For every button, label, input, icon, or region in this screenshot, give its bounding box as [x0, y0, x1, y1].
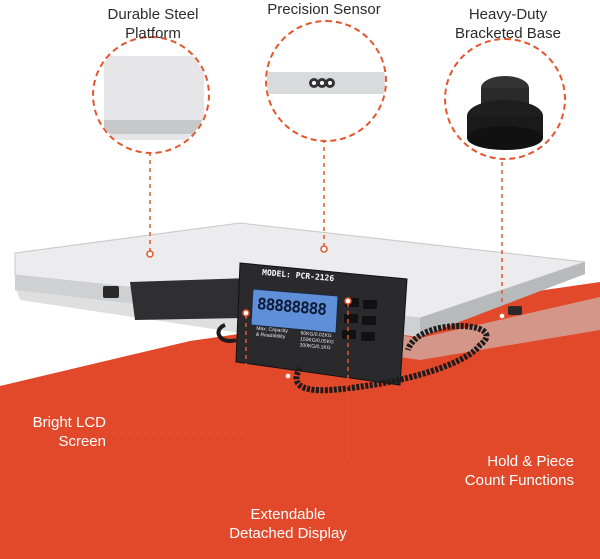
- base-label-line: Heavy-Duty: [468, 6, 548, 23]
- platform-label-line: Platform: [125, 25, 181, 42]
- dot-sensor: [320, 245, 328, 253]
- lcd-screen: [250, 288, 339, 334]
- cable-left: [216, 323, 237, 343]
- button-2: [363, 300, 377, 309]
- platform-foot: [103, 286, 119, 298]
- display-bracket: [130, 278, 250, 320]
- display-callout-label: Extendable Detached Display: [218, 505, 358, 543]
- button-6: [361, 332, 375, 341]
- lcd-callout-label: Bright LCD Screen: [14, 413, 106, 451]
- lcd-label-line: Screen: [58, 433, 106, 450]
- dot-display: [284, 372, 292, 380]
- button-5: [342, 330, 356, 339]
- callout-circle-sensor: [265, 20, 387, 142]
- platform-shadow: [15, 286, 600, 360]
- sensor-label-line: Precision Sensor: [267, 1, 381, 18]
- platform-closeup: [104, 56, 204, 140]
- leader-lines: [112, 123, 503, 488]
- base-foot-closeup: [467, 76, 543, 150]
- dot-base: [498, 312, 506, 320]
- callout-circle-platform: [92, 36, 210, 154]
- hold-label-line: Hold & Piece: [487, 453, 574, 470]
- dot-lcd: [242, 309, 250, 317]
- sensor-closeup: [267, 72, 385, 94]
- display-label-line: Detached Display: [229, 525, 347, 542]
- button-4: [362, 316, 376, 325]
- platform-label-line: Durable Steel: [107, 6, 199, 23]
- base-label-line: Bracketed Base: [455, 25, 561, 42]
- button-3: [344, 314, 358, 323]
- platform-callout-label: Durable Steel Platform: [97, 5, 209, 43]
- dot-hold: [344, 297, 352, 305]
- callout-circle-base: [444, 38, 566, 160]
- capacity-values: 60KG/0.02KG 150KG/0.05KG 300KG/0.1KG: [299, 331, 334, 352]
- dot-platform: [146, 250, 154, 258]
- lcd-label-line: Bright LCD: [32, 414, 106, 431]
- platform-foot-right: [508, 306, 522, 315]
- display-label-line: Extendable: [250, 506, 326, 523]
- coiled-cable: [293, 323, 490, 394]
- hold-callout-label: Hold & Piece Count Functions: [444, 452, 574, 490]
- sensor-callout-label: Precision Sensor: [258, 0, 390, 19]
- base-callout-label: Heavy-Duty Bracketed Base: [448, 5, 568, 43]
- hold-label-line: Count Functions: [464, 472, 574, 489]
- leader-dots: [146, 245, 506, 380]
